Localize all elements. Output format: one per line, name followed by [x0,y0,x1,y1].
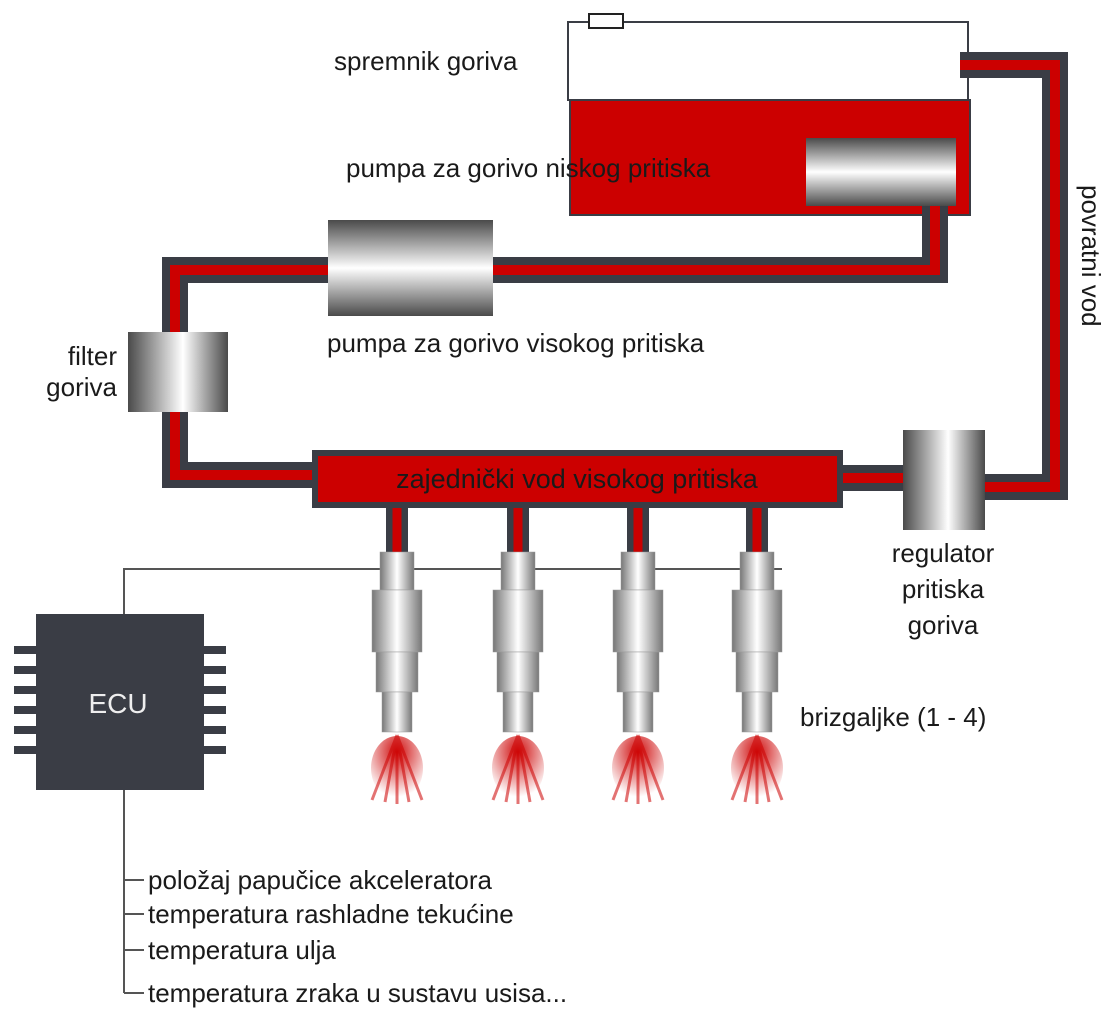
ecu-input-intake-air-temp: temperatura zraka u sustavu usisa... [148,978,567,1008]
ecu-input-accelerator: položaj papučice akceleratora [148,865,493,895]
fuel-tank [567,13,971,216]
ecu-input-list: položaj papučice akceleratora temperatur… [148,865,567,1008]
regulator-label-line1: regulator [892,538,995,568]
injector-feed-pipes [386,500,768,552]
injectors-label: brizgaljke (1 - 4) [800,702,986,732]
pressure-regulator [903,430,985,530]
return-line-label: povratni vod [1076,185,1106,327]
regulator-label-line2: pritiska [902,574,985,604]
filter-label-line2: goriva [46,372,117,402]
injector-1 [370,551,424,804]
low-pump-label: pumpa za gorivo niskog pritiska [346,153,711,183]
return-line-pipe [960,52,1068,500]
rail-label: zajednički vod visokog pritiska [396,464,759,494]
supply-line-pipe [162,195,948,488]
ecu-chip: ECU [14,614,226,790]
injector-4 [730,551,784,804]
ecu-input-oil-temp: temperatura ulja [148,935,336,965]
injector-2 [491,551,545,804]
injector-3 [611,551,665,804]
high-pump-label: pumpa za gorivo visokog pritiska [327,328,705,358]
ecu-input-coolant-temp: temperatura rashladne tekućine [148,899,514,929]
tank-cap-icon [588,13,624,29]
common-rail [312,450,843,508]
high-pressure-pump [328,220,493,316]
regulator-label-line3: goriva [908,610,979,640]
tank-label: spremnik goriva [334,46,518,76]
low-pressure-pump [806,138,956,206]
ecu-wiring [123,568,782,994]
filter-label-line1: filter [68,341,117,371]
fuel-filter [128,332,228,412]
ecu-label: ECU [88,688,147,719]
